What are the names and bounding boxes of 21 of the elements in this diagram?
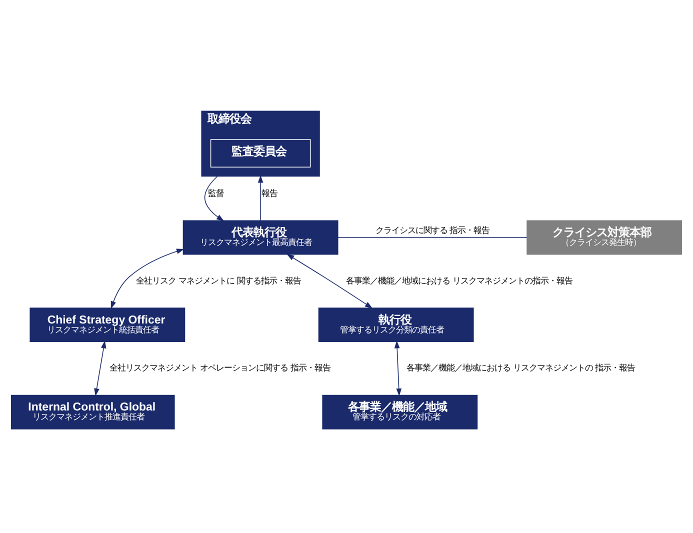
arrow — [286, 253, 373, 308]
arrow — [94, 340, 106, 396]
arrow — [204, 175, 224, 221]
edge-label: 各事業／機能／地域における リスクマネジメントの指示・報告 — [346, 274, 572, 285]
arrow — [394, 340, 402, 396]
node-box: Chief Strategy Officer リスクマネジメント統括責任者 — [30, 307, 186, 342]
edge-label: 全社リスクマネジメント オペレーションに関する 指示・報告 — [110, 362, 330, 372]
arrow — [110, 248, 184, 308]
edge-label: 全社リスク マネジメントに 関する指示・報告 — [136, 274, 301, 285]
node-box: 各事業／機能／地域 管掌するリスクの対応者 — [322, 394, 478, 429]
edge-label: クライシスに関する 指示・報告 — [375, 224, 490, 234]
edge-label: 各事業／機能／地域における リスクマネジメントの 指示・報告 — [406, 362, 636, 372]
node-box: 執行役 管掌するリスク分類の責任者 — [318, 307, 474, 342]
connector — [338, 236, 528, 238]
edge-label: 報告 — [261, 188, 278, 198]
node-box: 監査委員会 — [210, 138, 311, 167]
edge-label: 監督 — [208, 188, 224, 198]
arrow — [258, 174, 264, 221]
node-box: 代表執行役 リスクマネジメント最高責任者 — [182, 220, 338, 254]
node-box: Internal Control, Global リスクマネジメント推進責任者 — [10, 394, 175, 429]
node-box: クライシス対策本部 （クライシス発生時） — [526, 220, 682, 254]
